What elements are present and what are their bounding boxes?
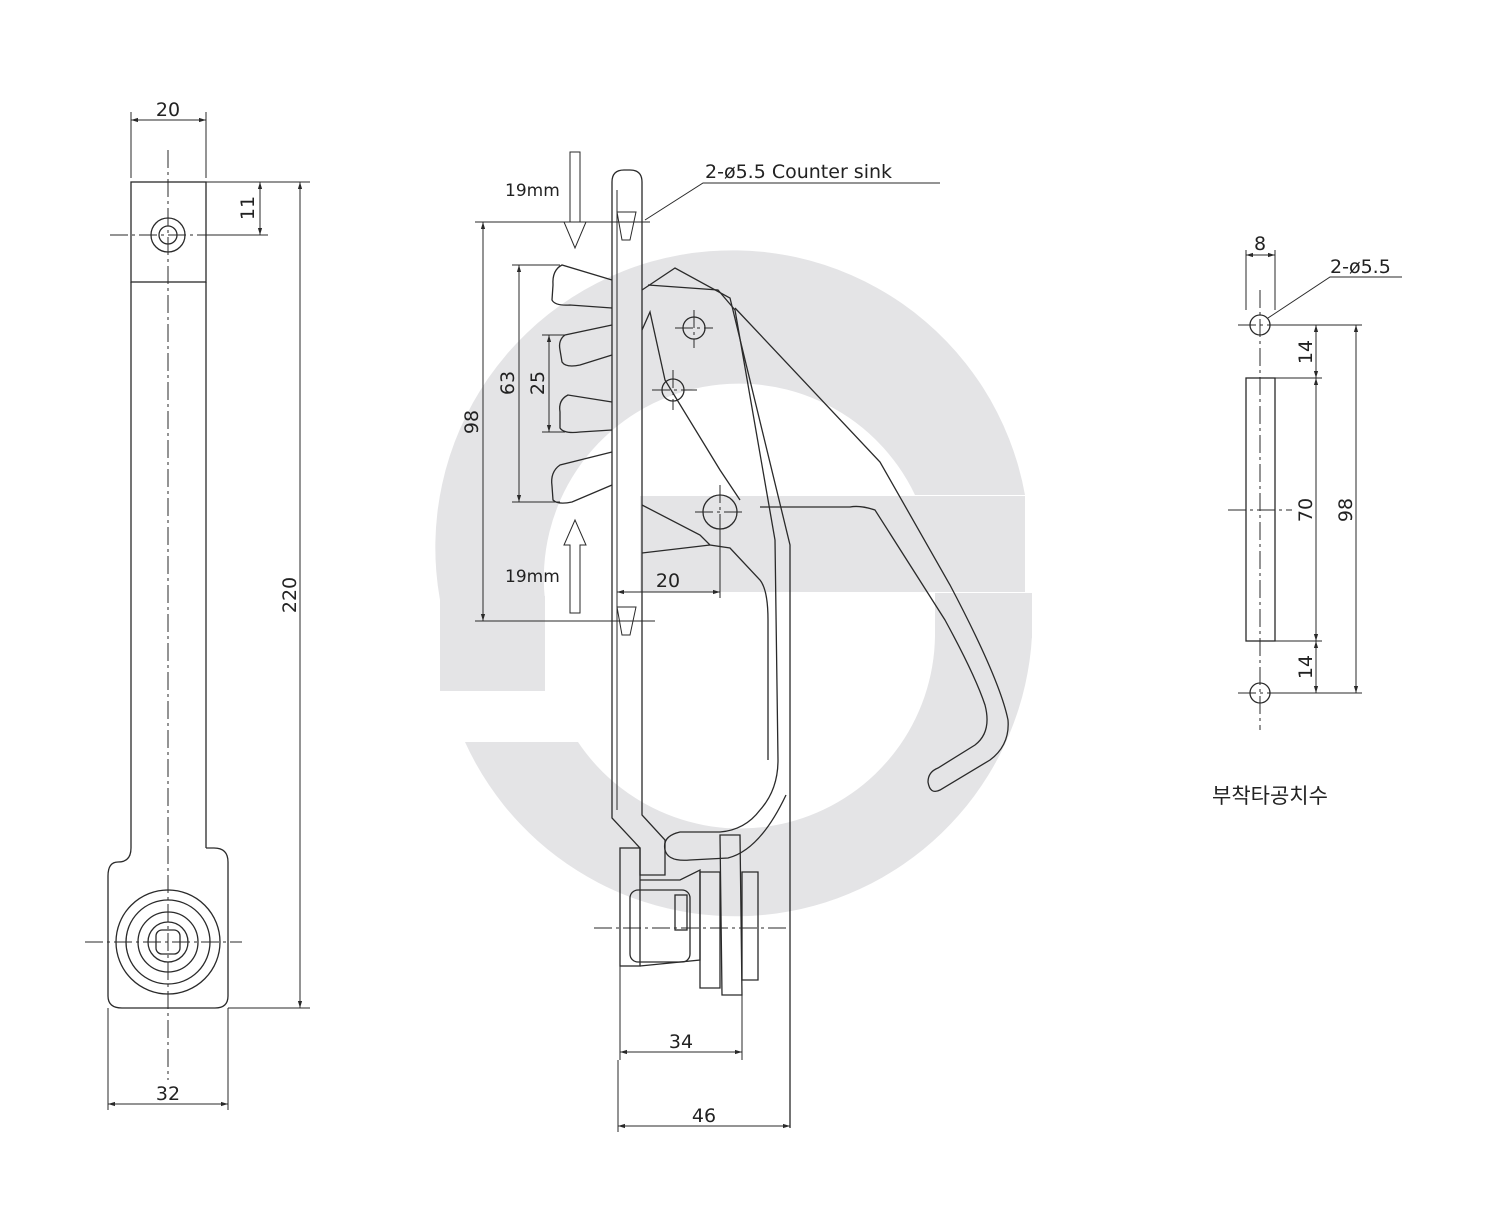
template-caption: 부착타공치수 <box>1212 784 1328 808</box>
side-view <box>475 151 1009 1132</box>
leader-counter-sink <box>644 182 940 221</box>
side-dim-98: 98 <box>461 410 483 434</box>
lock-body <box>629 889 691 963</box>
handle-inner-contour <box>647 284 787 861</box>
lock-housing <box>107 847 229 1009</box>
front-view <box>85 112 310 1110</box>
arm-body <box>130 282 207 848</box>
side-dim-34: 34 <box>669 1031 693 1053</box>
side-dim-46: 46 <box>692 1105 716 1127</box>
latch-tooth-3 <box>559 394 613 434</box>
front-dim-11: 11 <box>237 196 259 220</box>
arrow-down-top <box>563 151 587 250</box>
template-dim-14-bottom: 14 <box>1295 655 1317 679</box>
side-dim-19mm-top: 19mm <box>505 181 560 201</box>
side-dim-19mm-bottom: 19mm <box>505 567 560 587</box>
handle-inner-line <box>641 309 741 501</box>
template-note-holes: 2-ø5.5 <box>1330 256 1391 278</box>
template-dim-98: 98 <box>1335 498 1357 522</box>
front-dim-32: 32 <box>156 1083 180 1105</box>
handle-step <box>641 544 711 554</box>
front-dim-220: 220 <box>279 577 301 613</box>
lever-arm <box>734 307 1009 793</box>
template-dim-70: 70 <box>1295 498 1317 522</box>
side-dim-63: 63 <box>497 371 519 395</box>
handle-right-edge <box>641 267 791 1128</box>
side-dim-25: 25 <box>527 371 549 395</box>
side-dim-20: 20 <box>656 570 680 592</box>
lock-cap <box>741 871 759 981</box>
counter-sink-top <box>616 211 637 241</box>
side-note-counter-sink: 2-ø5.5 Counter sink <box>705 161 892 183</box>
counter-sink-bottom <box>616 606 637 636</box>
template-dim-14-top: 14 <box>1295 340 1317 364</box>
hole-template <box>1228 250 1402 730</box>
arrow-up-bottom <box>563 518 587 614</box>
lock-cam <box>674 894 688 931</box>
latch-tooth-2 <box>558 324 613 367</box>
lock-flange <box>619 847 641 967</box>
latch-tooth-1 <box>551 264 613 309</box>
leader-holes <box>1267 276 1402 319</box>
latch-tooth-4 <box>551 451 613 504</box>
s-logo-watermark <box>435 250 1032 917</box>
lock-nut <box>699 871 721 989</box>
front-dim-20: 20 <box>156 99 180 121</box>
template-dim-8: 8 <box>1254 233 1266 255</box>
